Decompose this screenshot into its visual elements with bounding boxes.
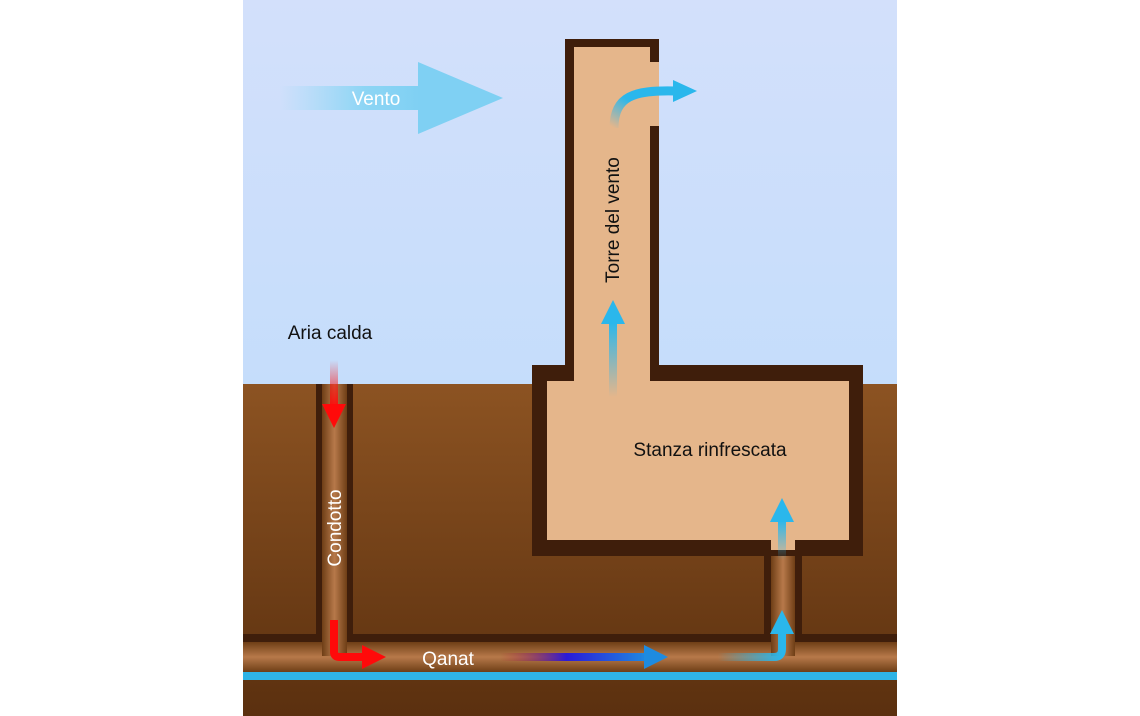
tower-up-arrow	[601, 300, 625, 397]
duct-wall-right	[347, 384, 353, 634]
room-label: Stanza rinfrescata	[633, 440, 787, 461]
qanat-tunnel-wall-top	[243, 634, 897, 642]
hot-air-bend-arrow	[330, 620, 386, 669]
tower-label: Torre del vento	[603, 157, 624, 283]
room-inlet-arrow	[770, 498, 794, 560]
wind-arrow	[280, 62, 503, 134]
hot-air-arrow	[322, 360, 346, 428]
wind-label: Vento	[352, 89, 401, 110]
exhaust-arrow	[609, 80, 697, 129]
inlet-shaft-wall-right	[795, 548, 802, 642]
inlet-shaft-wall-left	[764, 548, 771, 642]
qanat-arrow	[500, 645, 668, 669]
duct-wall-left	[316, 384, 322, 642]
water-channel	[243, 672, 897, 680]
qanat-label: Qanat	[422, 649, 474, 670]
duct	[322, 384, 347, 656]
hot-air-label: Aria calda	[288, 323, 373, 344]
cool-air-bend-arrow	[718, 610, 794, 661]
duct-label: Condotto	[325, 489, 346, 566]
